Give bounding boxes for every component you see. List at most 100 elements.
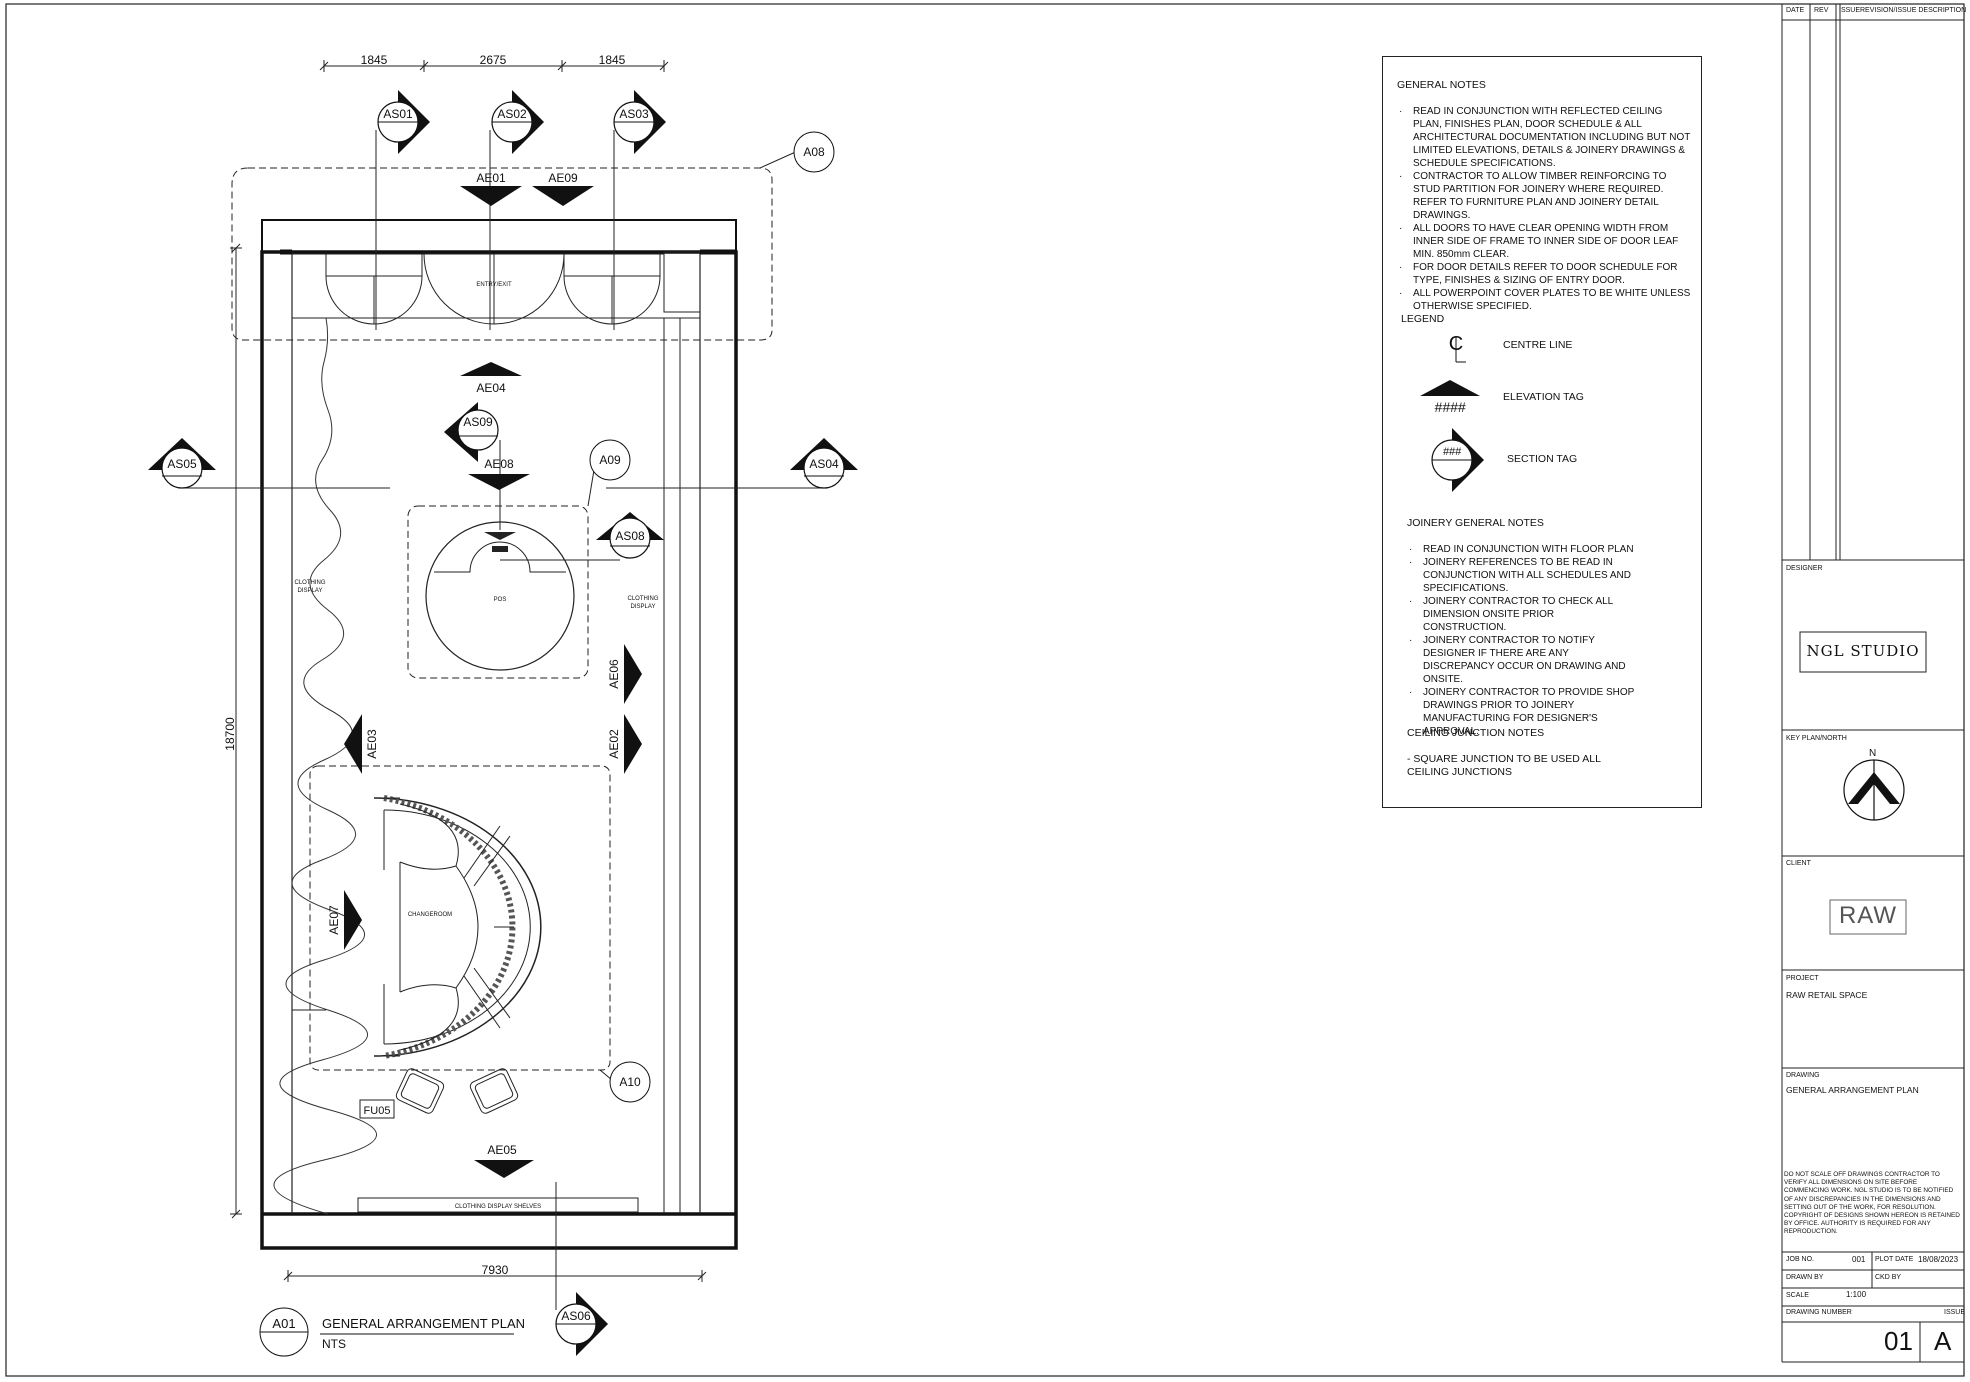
- as05-label: AS05: [167, 457, 197, 471]
- titleblock-grid: [1781, 4, 1964, 1363]
- plot-date-value: 18/08/2023: [1918, 1255, 1959, 1264]
- ae01-label: AE01: [476, 171, 506, 185]
- designer-logo: NGL STUDIO: [1806, 642, 1920, 660]
- callout-a10[interactable]: A10: [609, 1061, 651, 1103]
- client-label: CLIENT: [1786, 860, 1811, 867]
- general-note: ALL POWERPOINT COVER PLATES TO BE WHITE …: [1397, 287, 1693, 313]
- general-notes-list: READ IN CONJUNCTION WITH REFLECTED CEILI…: [1397, 105, 1693, 313]
- rev-header-date: DATE: [1786, 7, 1805, 14]
- elevation-tag-ae04[interactable]: AE04: [460, 362, 522, 395]
- legend-elevation-tag: ELEVATION TAG: [1503, 391, 1584, 403]
- callout-a08[interactable]: A08: [793, 131, 835, 173]
- view-scale: NTS: [322, 1337, 346, 1351]
- a08-label: A08: [803, 145, 825, 159]
- as06-label: AS06: [561, 1309, 591, 1323]
- dim-top-2: 2675: [480, 53, 507, 67]
- joinery-note: JOINERY CONTRACTOR TO CHECK ALL DIMENSIO…: [1407, 595, 1637, 634]
- north-label: N: [1869, 748, 1877, 759]
- general-notes-title: GENERAL NOTES: [1397, 79, 1486, 91]
- job-no-label: JOB NO.: [1786, 1256, 1815, 1263]
- notes-panel: GENERAL NOTES READ IN CONJUNCTION WITH R…: [1382, 56, 1702, 808]
- as02-label: AS02: [497, 107, 527, 121]
- changeroom-label: CHANGEROOM: [408, 912, 452, 918]
- section-cut-lines: [182, 130, 822, 1310]
- legend-section-tag: SECTION TAG: [1507, 453, 1578, 465]
- lounge-chairs: [395, 1068, 519, 1114]
- clothing-display-left-1: CLOTHING: [294, 580, 325, 586]
- as03-label: AS03: [619, 107, 649, 121]
- dim-top-3: 1845: [599, 53, 626, 67]
- fu05-tag-box: [359, 1099, 395, 1119]
- issue-value: A: [1934, 1326, 1952, 1356]
- legend-sect-symbol: ###: [1443, 446, 1462, 458]
- joinery-note: JOINERY REFERENCES TO BE READ IN CONJUNC…: [1407, 556, 1637, 595]
- ckd-by-label: CKD BY: [1875, 1274, 1902, 1281]
- section-tag-as04[interactable]: AS04: [790, 438, 858, 489]
- section-tag-as08[interactable]: AS08: [596, 512, 664, 559]
- ceiling-note: - SQUARE JUNCTION TO BE USED ALL CEILING…: [1407, 753, 1601, 778]
- callout-a09[interactable]: A09: [589, 439, 631, 481]
- ceiling-notes-title: CEILING JUNCTION NOTES: [1407, 727, 1545, 739]
- as04-label: AS04: [809, 457, 839, 471]
- pos-label: POS: [494, 597, 507, 603]
- keyplan-label: KEY PLAN/NORTH: [1786, 735, 1847, 742]
- disclaimer: DO NOT SCALE OFF DRAWINGS CONTRACTOR TO …: [1784, 1171, 1960, 1236]
- pos-counter: [425, 521, 575, 671]
- rev-header-rev: REV: [1814, 7, 1829, 14]
- elevation-tag-ae03[interactable]: AE03: [344, 714, 379, 774]
- client-logo: RAW: [1838, 902, 1898, 929]
- shopfront-doors: [292, 253, 664, 325]
- legend-elev-symbol: ####: [1434, 399, 1465, 415]
- general-note: FOR DOOR DETAILS REFER TO DOOR SCHEDULE …: [1397, 261, 1693, 287]
- changeroom-zone: [309, 765, 611, 1071]
- section-tag-as06[interactable]: AS06: [555, 1292, 608, 1356]
- ae09-label: AE09: [548, 171, 578, 185]
- dim-left: 18700: [223, 717, 237, 751]
- section-tag-as05[interactable]: AS05: [148, 438, 216, 489]
- view-ref: A01: [272, 1316, 295, 1331]
- joinery-notes-title: JOINERY GENERAL NOTES: [1407, 517, 1544, 529]
- legend-centre-line: CENTRE LINE: [1503, 339, 1573, 351]
- elevation-tag-ae05[interactable]: AE05: [474, 1143, 534, 1178]
- joinery-note: READ IN CONJUNCTION WITH FLOOR PLAN: [1407, 543, 1637, 556]
- fu05-tag: FU05: [364, 1105, 391, 1117]
- elevation-tag-ae08[interactable]: AE08: [468, 457, 530, 490]
- elevation-tag-ae02[interactable]: AE02: [607, 714, 642, 774]
- project-name: RAW RETAIL SPACE: [1786, 990, 1868, 1000]
- legend-elevation-icon: ####: [1420, 380, 1480, 415]
- drawing-name: GENERAL ARRANGEMENT PLAN: [1786, 1085, 1919, 1095]
- legend-centreline-icon: C: [1449, 333, 1466, 363]
- canopy-outline: [231, 167, 773, 341]
- dim-top-1: 1845: [361, 53, 388, 67]
- changeroom-booth: [373, 795, 542, 1059]
- section-tag-as01[interactable]: AS01: [377, 90, 430, 154]
- display-shelves: [357, 1197, 639, 1213]
- dim-bottom: 7930: [482, 1263, 509, 1277]
- elevation-tag-ae01[interactable]: AE01: [460, 171, 522, 206]
- clothing-display-right-2: DISPLAY: [631, 604, 656, 610]
- joinery-notes-list: READ IN CONJUNCTION WITH FLOOR PLAN JOIN…: [1407, 543, 1637, 738]
- plot-date-label: PLOT DATE: [1875, 1256, 1914, 1263]
- rev-header-issue: ISSUE: [1839, 7, 1861, 14]
- elevation-tag-ae09[interactable]: AE09: [532, 171, 594, 206]
- issue-label: ISSUE: [1944, 1309, 1966, 1316]
- joinery-note: JOINERY CONTRACTOR TO PROVIDE SHOP DRAWI…: [1407, 686, 1637, 738]
- as08-label: AS08: [615, 529, 645, 543]
- general-note: CONTRACTOR TO ALLOW TIMBER REINFORCING T…: [1397, 170, 1693, 222]
- a10-label: A10: [619, 1075, 641, 1089]
- as09-label: AS09: [463, 415, 493, 429]
- view-title: A01 GENERAL ARRANGEMENT PLAN NTS: [259, 1307, 525, 1357]
- elevation-tag-ae06[interactable]: AE06: [607, 644, 642, 704]
- rev-header-description: REVISION/ISSUE DESCRIPTION: [1860, 7, 1967, 14]
- project-label: PROJECT: [1786, 975, 1819, 982]
- joinery-note: JOINERY CONTRACTOR TO NOTIFY DESIGNER IF…: [1407, 634, 1637, 686]
- section-tag-as09[interactable]: AS09: [444, 402, 499, 462]
- ae07-label: AE07: [327, 905, 341, 935]
- drawing-number: 01: [1884, 1326, 1913, 1356]
- drawing-label: DRAWING: [1786, 1072, 1820, 1079]
- elevation-tag-ae07[interactable]: AE07: [327, 890, 362, 950]
- section-tag-as02[interactable]: AS02: [491, 90, 544, 154]
- section-tag-as03[interactable]: AS03: [613, 90, 666, 154]
